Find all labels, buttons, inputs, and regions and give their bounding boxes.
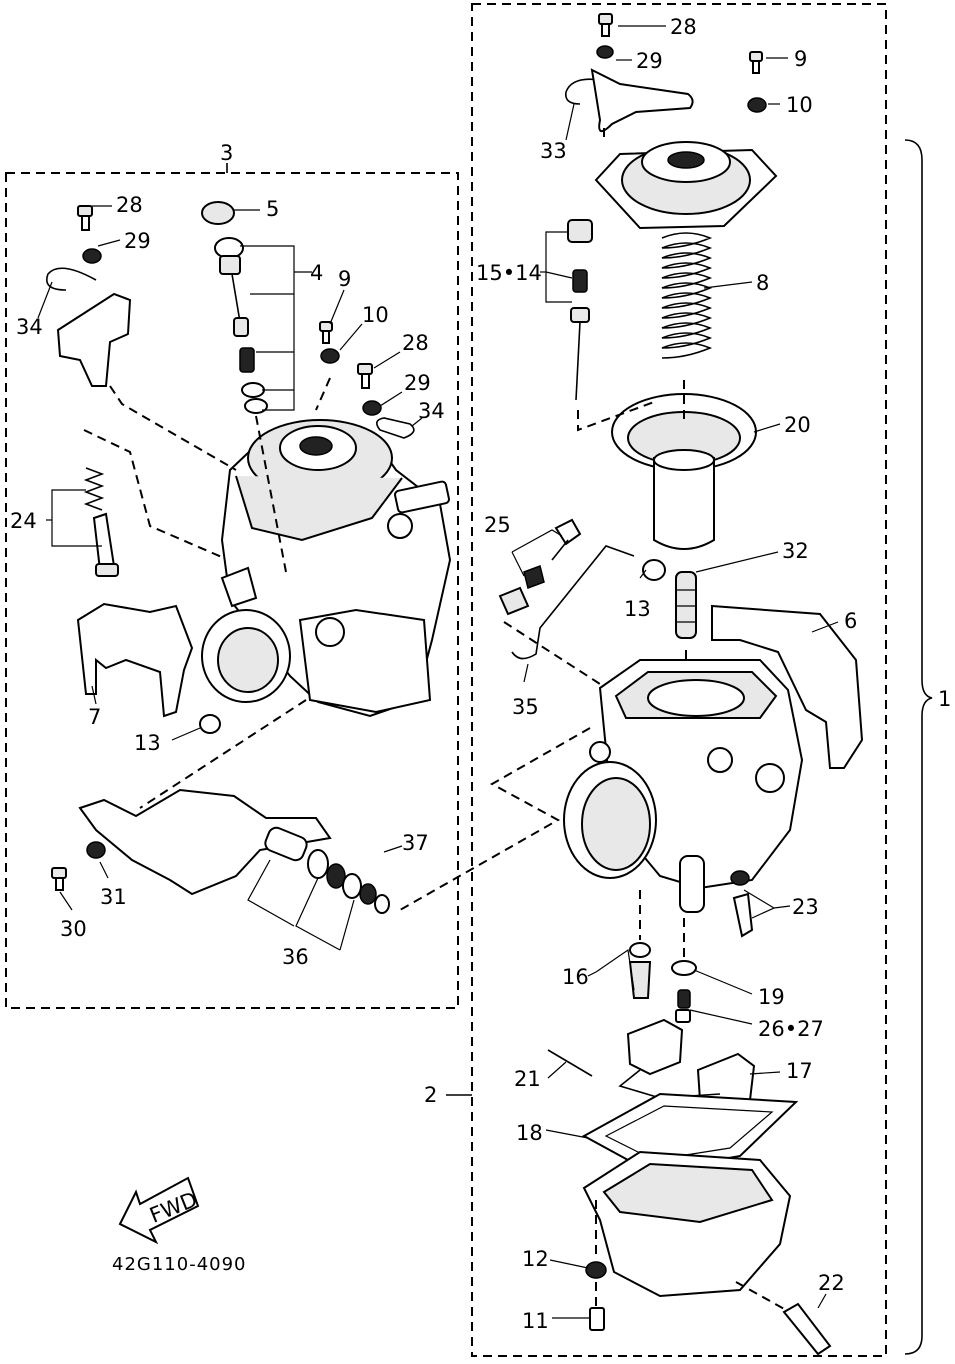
callout-9: 9 <box>338 267 351 291</box>
callout-8: 8 <box>756 271 769 295</box>
callout-23: 23 <box>792 895 819 919</box>
callout-36: 36 <box>282 945 309 969</box>
pilot-screw-part <box>498 518 582 616</box>
forward-direction-arrow: FWD <box>118 1176 201 1245</box>
callout-33: 33 <box>540 139 567 163</box>
float-bowl-part <box>582 1150 792 1298</box>
throttle-rod-part <box>511 545 635 660</box>
drawing-code: 42G110-4090 <box>112 1254 247 1275</box>
callout-19: 19 <box>758 985 785 1009</box>
callout-10: 10 <box>786 93 813 117</box>
needle-jet-part <box>675 571 697 639</box>
callout-29: 29 <box>636 49 663 73</box>
leader-lines <box>37 205 423 951</box>
callout-34: 34 <box>16 315 43 339</box>
callout-6: 6 <box>844 609 857 633</box>
assembly-1-bracket <box>904 139 933 1355</box>
callout-26-27: 26•27 <box>758 1017 824 1041</box>
callout-34: 34 <box>418 399 445 423</box>
cap-part <box>201 201 235 225</box>
shaft-part <box>264 826 390 914</box>
callout-7: 7 <box>88 705 101 729</box>
callout-32: 32 <box>782 539 809 563</box>
callout-25: 25 <box>484 513 511 537</box>
bowl-screw-part <box>782 1302 832 1356</box>
drain-screw-part <box>585 1261 607 1331</box>
mounting-bracket-part <box>78 788 332 896</box>
callout-24: 24 <box>10 509 37 533</box>
starter-plunger-part <box>214 237 268 414</box>
callout-16: 16 <box>562 965 589 989</box>
cap-part <box>199 714 221 734</box>
washer-part <box>671 960 697 976</box>
callout-13: 13 <box>624 597 651 621</box>
spring-part <box>661 232 713 359</box>
bracket-part <box>76 602 194 718</box>
label-assembly-3: 3 <box>220 141 233 165</box>
carburetor-body-part <box>563 659 804 913</box>
carburetor-body-part <box>201 419 452 718</box>
screw-part <box>77 205 102 264</box>
callout-28: 28 <box>670 15 697 39</box>
link-bracket-part <box>590 68 694 132</box>
callout-28: 28 <box>116 193 143 217</box>
clip-part <box>564 78 601 105</box>
callout-13: 13 <box>134 731 161 755</box>
needle-valve-part <box>675 989 691 1023</box>
assembly-3-boundary <box>5 172 459 1009</box>
callout-22: 22 <box>818 1271 845 1295</box>
callout-9: 9 <box>794 47 807 71</box>
jet-needle-part <box>567 219 593 401</box>
clip-part <box>376 417 415 439</box>
callout-29: 29 <box>404 371 431 395</box>
linkage-bracket-part <box>711 604 864 769</box>
callout-29: 29 <box>124 229 151 253</box>
callout-31: 31 <box>100 885 127 909</box>
callout-30: 30 <box>60 917 87 941</box>
callout-20: 20 <box>784 413 811 437</box>
callout-35: 35 <box>512 695 539 719</box>
washer-part <box>86 841 106 859</box>
screw-part <box>51 867 67 891</box>
callout-18: 18 <box>516 1121 543 1145</box>
carburetor-top-cover <box>594 141 778 230</box>
callout-28: 28 <box>402 331 429 355</box>
callout-37: 37 <box>402 831 429 855</box>
callout-5: 5 <box>266 197 279 221</box>
cap-part <box>642 559 666 581</box>
clip-part <box>46 267 97 291</box>
throttle-stop-screw-part <box>83 467 119 577</box>
assembly-2-boundary <box>471 3 887 1357</box>
screw-part <box>357 363 382 416</box>
callout-21: 21 <box>514 1067 541 1091</box>
leader-lines <box>511 25 839 1319</box>
callout-17: 17 <box>786 1059 813 1083</box>
idle-screw-part <box>730 870 754 938</box>
screw-part <box>747 51 767 113</box>
callout-11: 11 <box>522 1309 549 1333</box>
diaphragm-piston-part <box>611 393 757 550</box>
callout-4: 4 <box>310 261 323 285</box>
label-assembly-1: 1 <box>938 687 951 711</box>
screw-part <box>596 13 614 59</box>
float-pin-part <box>547 1049 593 1077</box>
label-assembly-2: 2 <box>424 1083 437 1107</box>
bracket-part <box>56 292 132 387</box>
screw-part <box>319 321 340 364</box>
callout-15-14: 15•14 <box>476 261 542 285</box>
callout-10: 10 <box>362 303 389 327</box>
main-jet-part <box>628 942 652 999</box>
callout-12: 12 <box>522 1247 549 1271</box>
